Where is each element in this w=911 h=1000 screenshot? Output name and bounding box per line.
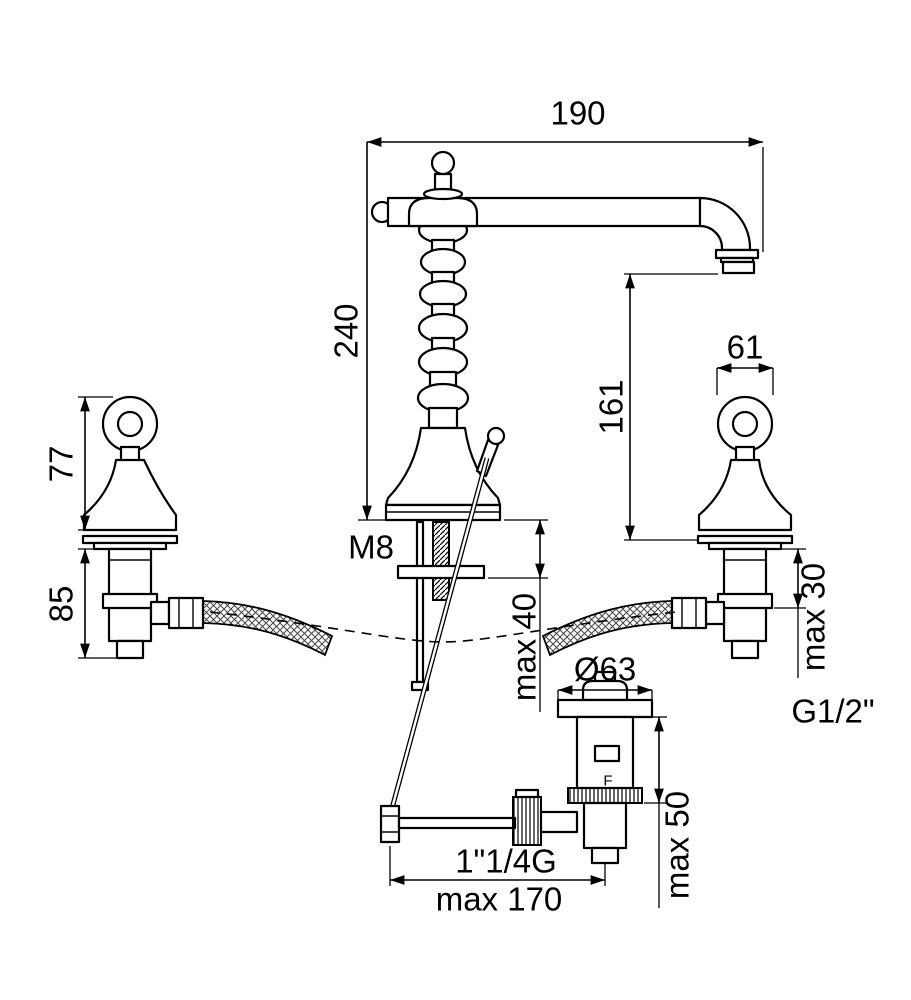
dim-label-rod-reach-max: max 170 bbox=[436, 881, 563, 918]
dim-label-waste-diameter: Ø63 bbox=[574, 651, 636, 688]
popup-pull-rod bbox=[389, 457, 489, 813]
waste-tailpiece bbox=[590, 846, 620, 865]
left-valve-tail bbox=[115, 639, 145, 660]
right-braided-hose bbox=[541, 600, 673, 657]
left-handle bbox=[81, 395, 205, 660]
dim-label-spout-reach: 190 bbox=[550, 95, 605, 132]
dim-label-handle-height: 77 bbox=[43, 446, 80, 483]
rod-pivot-block bbox=[379, 804, 401, 844]
label-waste-thread: 1"1/4G bbox=[455, 843, 557, 880]
right-locknut bbox=[716, 592, 774, 610]
right-handle-bell bbox=[697, 458, 793, 532]
waste-mark-label: F bbox=[603, 772, 612, 789]
dimensions: 190 240 161 61 77 85 M8 max 40 bbox=[43, 95, 875, 918]
waste-lower-body bbox=[582, 801, 628, 850]
rod-knurled-nut bbox=[512, 796, 542, 846]
rod-connector bbox=[539, 810, 579, 834]
horizontal-rod bbox=[397, 816, 517, 830]
dim-label-deck-max-side: max 30 bbox=[795, 563, 832, 671]
rod-nut-collar bbox=[514, 788, 540, 799]
supply-hoses bbox=[202, 600, 677, 657]
right-hose-nut bbox=[670, 596, 708, 630]
dim-label-outlet-height: 161 bbox=[593, 379, 630, 434]
left-braided-hose bbox=[202, 600, 334, 657]
mounting-plate bbox=[396, 564, 486, 580]
dim-label-spout-height: 240 bbox=[328, 303, 365, 358]
spout-assembly bbox=[370, 150, 760, 522]
label-inlet-thread: G1/2" bbox=[791, 693, 874, 730]
popup-lever-knob bbox=[486, 426, 506, 446]
label-rod-thread: M8 bbox=[348, 529, 394, 566]
vertical-rod bbox=[415, 520, 425, 684]
spout-column bbox=[416, 215, 470, 430]
left-handle-bell bbox=[82, 458, 178, 532]
spout-aerator bbox=[714, 248, 760, 275]
waste-overflow-slot bbox=[593, 744, 621, 763]
popup-waste: F bbox=[512, 670, 654, 865]
left-hose-nut bbox=[167, 596, 205, 630]
right-knob-hub bbox=[731, 410, 759, 438]
waste-knurled-ring bbox=[567, 787, 643, 804]
waste-flange bbox=[556, 698, 654, 719]
finial-ball bbox=[430, 150, 456, 176]
dim-label-handle-diameter: 61 bbox=[727, 329, 764, 366]
left-outlet bbox=[149, 600, 171, 626]
left-knob-hub bbox=[116, 410, 144, 438]
spout-cap bbox=[407, 196, 479, 228]
popup-lever bbox=[475, 438, 500, 478]
m8-threaded-stud bbox=[432, 521, 450, 601]
vertical-rod-foot bbox=[410, 680, 430, 692]
right-outlet bbox=[704, 600, 726, 626]
spout-curve bbox=[698, 196, 752, 252]
dim-label-handle-depth: 85 bbox=[43, 586, 80, 623]
right-handle bbox=[670, 395, 794, 660]
right-valve-tail bbox=[730, 639, 760, 660]
finial-disc bbox=[422, 187, 464, 201]
dim-label-waste-deck-max: max 50 bbox=[659, 791, 696, 899]
dim-label-deck-max-center: max 40 bbox=[506, 593, 543, 701]
left-locknut bbox=[101, 592, 159, 610]
